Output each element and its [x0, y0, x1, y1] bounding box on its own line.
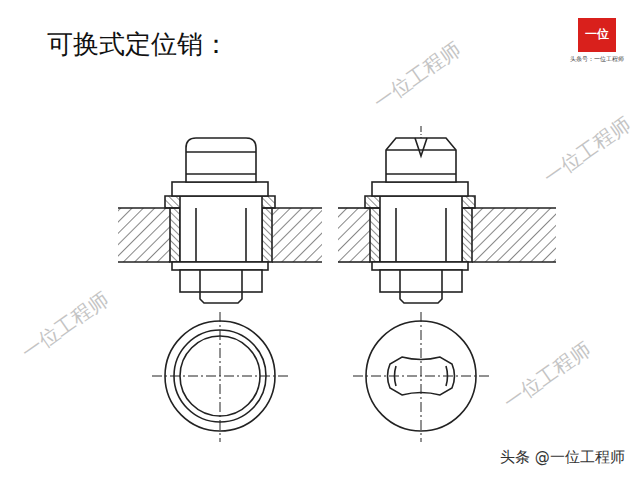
- logo-text: 一位: [585, 28, 609, 42]
- watermark: 一位工程师: [370, 38, 465, 114]
- replaceable-pin-cylindrical: [118, 138, 322, 303]
- logo-square: [578, 18, 616, 52]
- watermark: 一位工程师: [18, 288, 113, 364]
- source-credit: 头条 @一位工程师: [500, 449, 625, 466]
- watermark: 一位工程师: [540, 113, 635, 189]
- plan-views: [152, 312, 489, 442]
- logo-caption: 头条号：一位工程师: [570, 56, 624, 63]
- watermark: 一位工程师: [500, 338, 595, 414]
- replaceable-pin-diamond: [338, 126, 556, 303]
- diagram-title: 可换式定位销：: [47, 30, 229, 60]
